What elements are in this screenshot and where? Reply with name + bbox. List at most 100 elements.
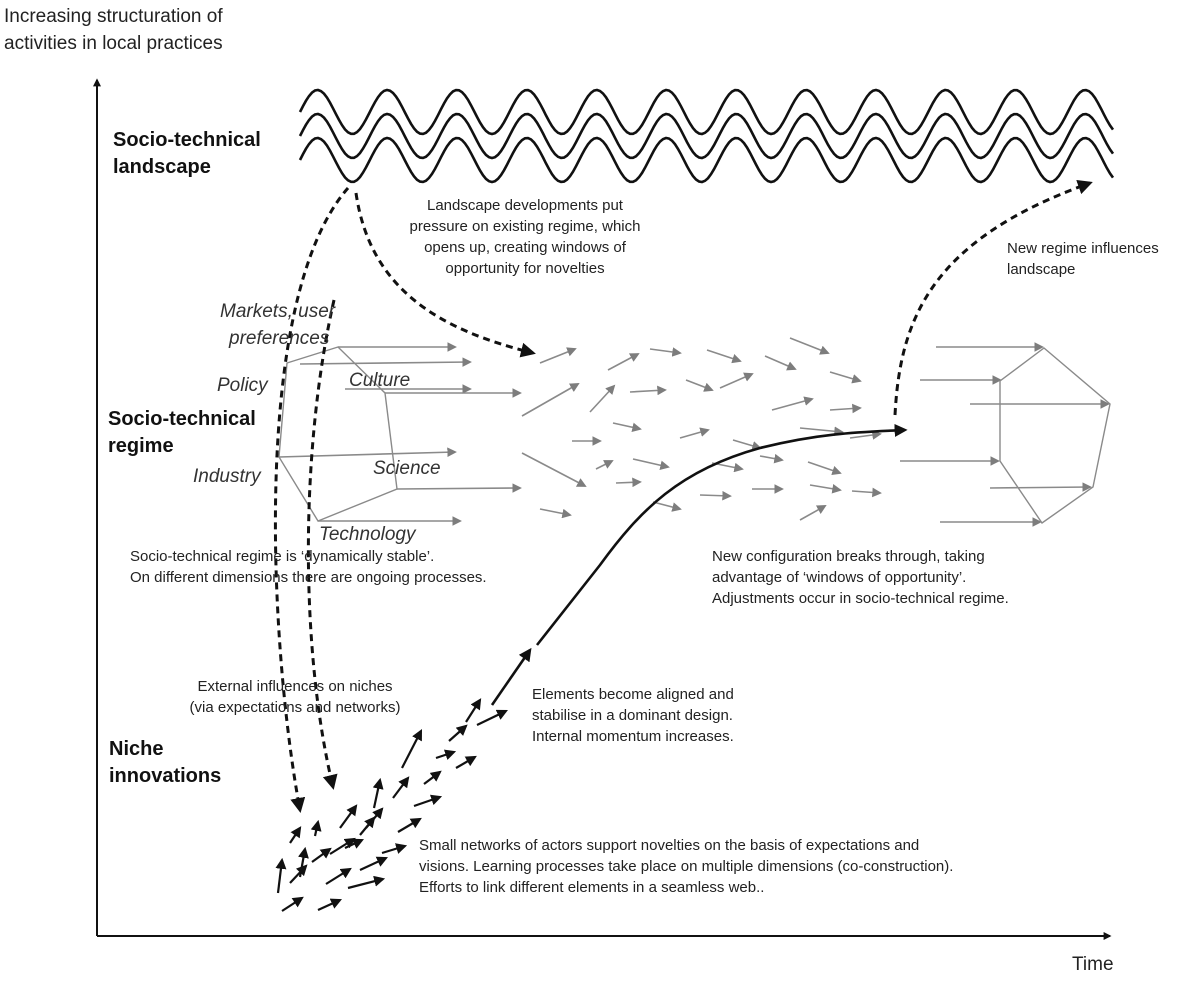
niche-black-arrow — [359, 816, 376, 836]
landscape-pressure-line1: Landscape developments put — [427, 197, 623, 214]
niche-black-arrow — [275, 857, 287, 894]
niche-black-arrow — [289, 826, 302, 844]
regime-grey-arrow — [685, 379, 714, 392]
dimension-label-technology: Technology — [319, 524, 416, 545]
regime-grey-arrow — [759, 453, 784, 464]
landscape-pressure-line2: pressure on existing regime, which — [409, 218, 641, 235]
breakthrough-trajectory — [490, 423, 908, 706]
landscape-waves — [298, 88, 1115, 184]
dimension-label-industry: Industry — [193, 466, 261, 487]
regime-grey-arrow — [629, 385, 667, 396]
niche-black-arrow — [448, 724, 468, 742]
landscape-wave-3 — [298, 136, 1115, 184]
niche-black-arrow — [476, 709, 508, 726]
regime-level-label-line2: regime — [108, 435, 174, 457]
niche-black-arrow — [298, 846, 309, 878]
regime-grey-arrow — [989, 482, 1092, 492]
regime-stable-line1: Socio-technical regime is ‘dynamically s… — [130, 548, 435, 565]
dimension-label-science: Science — [373, 458, 441, 479]
regime-grey-arrow — [699, 490, 732, 501]
niche-black-arrow — [413, 794, 443, 808]
regime-grey-arrow — [849, 430, 882, 440]
regime-stable-annotation: Socio-technical regime is ‘dynamically s… — [130, 546, 487, 588]
niche-level-label-line1: Niche — [109, 738, 164, 760]
niche-black-arrow — [344, 838, 364, 849]
niche-black-arrow — [465, 698, 482, 723]
dimension-label-markets-line1: Markets, user — [220, 301, 336, 322]
regime-grey-arrow — [732, 439, 762, 451]
regime-grey-arrow — [771, 396, 814, 411]
regime-grey-arrow — [615, 477, 642, 488]
regime-grey-arrow — [799, 505, 827, 521]
niche-black-arrow — [381, 843, 408, 855]
niche-black-arrow — [359, 856, 388, 871]
x-axis-label: Time — [1072, 954, 1114, 975]
regime-grey-arrow — [612, 422, 642, 433]
dimension-label-policy: Policy — [217, 375, 268, 396]
landscape-pressure-line4: opportunity for novelties — [445, 260, 605, 277]
external-influences-line2: (via expectations and networks) — [189, 699, 401, 716]
small-networks-annotation: Small networks of actors support novelti… — [419, 835, 953, 898]
niche-black-arrow — [397, 817, 422, 833]
landscape-influence-arrows — [273, 179, 1093, 813]
regime-grey-arrow — [649, 347, 682, 357]
breakthrough-annotation: New configuration breaks through, taking… — [712, 546, 1009, 609]
regime-grey-arrow — [521, 452, 587, 487]
niche-black-arrow — [339, 804, 358, 829]
small-networks-line3: Efforts to link different elements in a … — [419, 879, 765, 896]
aligned-line3: Internal momentum increases. — [532, 728, 734, 745]
regime-grey-arrow — [652, 501, 682, 512]
aligned-line1: Elements become aligned and — [532, 686, 734, 703]
regime-grey-arrow — [679, 427, 710, 439]
niche-black-arrow — [310, 819, 322, 837]
niche-black-arrow — [435, 749, 457, 761]
regime-grey-arrow — [607, 353, 640, 371]
regime-pentagon-right — [999, 347, 1111, 524]
regime-grey-arrow — [632, 458, 670, 470]
landscape-wave-1 — [298, 88, 1115, 136]
regime-grey-arrow — [829, 371, 862, 384]
y-axis-label-line2: activities in local practices — [4, 33, 223, 54]
breakthrough-line3: Adjustments occur in socio-technical reg… — [712, 590, 1009, 607]
regime-grey-arrow — [719, 372, 754, 389]
new-regime-line1: New regime influences — [1007, 240, 1159, 257]
axes — [93, 78, 1112, 940]
breakthrough-line1: New configuration breaks through, taking — [712, 548, 985, 565]
regime-grey-arrow — [539, 508, 572, 519]
landscape-level-label-line2: landscape — [113, 156, 211, 178]
niche-black-arrow — [329, 837, 356, 855]
new-regime-line2: landscape — [1007, 261, 1076, 278]
landscape-level-label-line1: Socio-technical — [113, 129, 261, 151]
small-networks-line1: Small networks of actors support novelti… — [419, 837, 920, 854]
regime-grey-arrow — [396, 483, 522, 493]
niche-black-arrows — [275, 698, 508, 912]
regime-grey-arrow — [706, 349, 742, 364]
regime-grey-arrow — [539, 347, 577, 364]
regime-grey-arrow — [851, 487, 882, 498]
regime-grey-arrow — [299, 357, 472, 367]
regime-grey-arrow — [809, 484, 842, 494]
niche-black-arrow — [347, 875, 386, 890]
small-networks-line2: visions. Learning processes take place o… — [419, 858, 954, 875]
landscape-pressure-annotation: Landscape developments put pressure on e… — [380, 195, 670, 279]
landscape-to-niche-arrow-1 — [273, 187, 350, 813]
niche-black-arrow — [281, 896, 304, 912]
niche-black-arrow — [317, 898, 343, 912]
regime-grey-arrow — [521, 383, 580, 417]
niche-black-arrow — [289, 864, 308, 884]
landscape-to-niche-arrow-2 — [306, 299, 338, 790]
regime-to-landscape-arrow — [893, 179, 1093, 416]
breakthrough-line2: advantage of ‘windows of opportunity’. — [712, 569, 967, 586]
niche-black-arrow — [372, 777, 384, 809]
regime-grey-arrow — [278, 447, 457, 458]
regime-grey-arrow — [799, 426, 844, 437]
niche-black-arrow — [311, 847, 332, 863]
regime-stable-line2: On different dimensions there are ongoin… — [130, 569, 487, 586]
dimension-label-culture: Culture — [349, 370, 411, 391]
regime-grey-arrow — [589, 384, 616, 413]
external-influences-annotation: External influences on niches (via expec… — [150, 676, 440, 718]
regime-grey-arrow — [829, 403, 862, 414]
landscape-wave-2 — [298, 112, 1115, 160]
niche-black-arrow — [455, 755, 477, 769]
